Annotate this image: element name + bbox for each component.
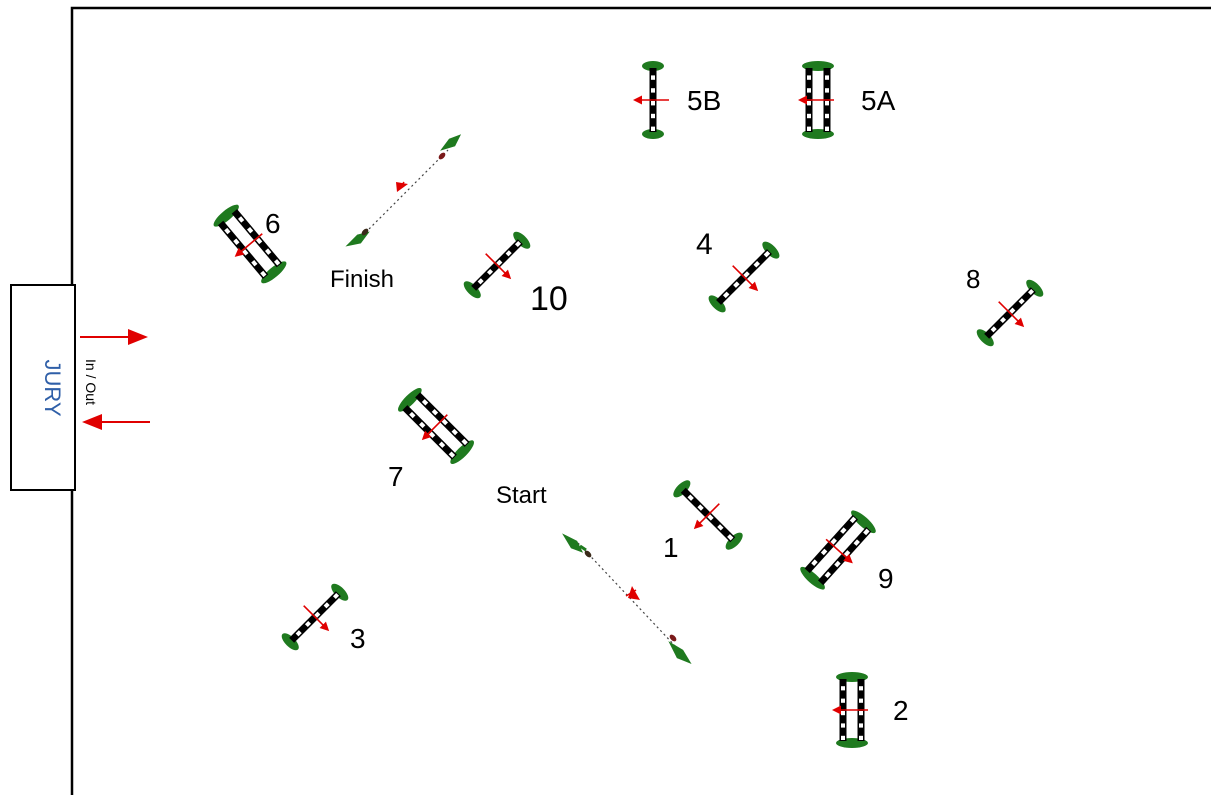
obstacle-4 [708, 241, 780, 313]
gate-label: In / Out [83, 359, 99, 405]
obstacle-8 [976, 279, 1044, 347]
obstacle-2 [832, 672, 868, 748]
direction-arrow [234, 233, 263, 257]
obstacle-7 [397, 387, 475, 465]
obstacle-label-9: 9 [878, 563, 894, 594]
obstacle-3 [281, 583, 349, 651]
finish-line [345, 134, 462, 247]
obstacle-5b [633, 61, 669, 139]
finish-label: Finish [330, 266, 394, 293]
obstacle-label-3: 3 [350, 623, 366, 654]
obstacle-1 [673, 480, 743, 550]
obstacle-label-5b: 5B [687, 85, 721, 116]
jury-label: JURY [40, 359, 65, 416]
obstacle-label-6: 6 [265, 208, 281, 239]
obstacle-5a [798, 61, 834, 139]
obstacle-label-4: 4 [696, 228, 713, 261]
obstacle-label-5a: 5A [861, 85, 896, 116]
obstacle-label-8: 8 [966, 264, 980, 294]
obstacle-label-7: 7 [388, 461, 404, 492]
labels-layer: 1 2 3 4 5A 5B 6 7 8 9 10 [265, 85, 980, 726]
start-label: Start [496, 482, 547, 509]
direction-arrow [633, 95, 669, 105]
obstacle-label-10: 10 [530, 280, 568, 318]
out-arrow [82, 414, 150, 430]
direction-arrow [825, 538, 853, 564]
in-arrow [80, 329, 148, 345]
obstacle-label-1: 1 [663, 532, 679, 563]
direction-arrow [798, 95, 834, 105]
arena-border [70, 6, 1211, 795]
direction-arrow [832, 705, 868, 715]
start-line [562, 533, 692, 665]
obstacle-9 [800, 510, 876, 590]
obstacles-layer [213, 61, 1044, 748]
obstacle-label-2: 2 [893, 695, 909, 726]
obstacle-6 [213, 204, 287, 284]
jury-box [10, 284, 76, 491]
obstacle-10 [463, 231, 531, 299]
